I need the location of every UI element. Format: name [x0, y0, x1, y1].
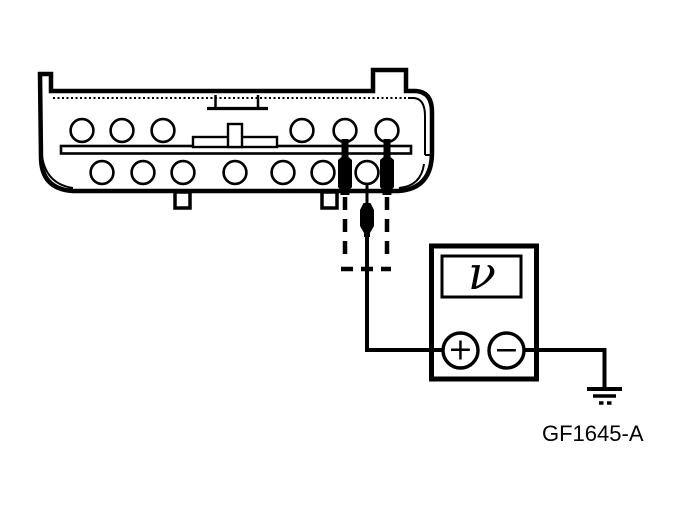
- connector-body: [37, 67, 435, 210]
- pin-circle: [150, 117, 176, 144]
- figure-label: GF1645-A: [542, 421, 644, 446]
- pin-circle: [109, 117, 135, 144]
- negative-lead-wire: [520, 348, 607, 387]
- voltage-symbol: ν: [468, 246, 496, 300]
- pin-circle: [310, 159, 336, 186]
- test-probe-icon: [360, 203, 374, 237]
- latch-feature: [207, 95, 268, 111]
- pin-circle: [270, 159, 296, 186]
- pin-circle: [222, 159, 248, 186]
- pin-circle: [332, 117, 358, 144]
- pin-row-bottom: [89, 159, 380, 186]
- pin-circle: [130, 159, 156, 186]
- pin-circle: [289, 117, 315, 144]
- positive-terminal: [441, 331, 480, 370]
- test-probe-icon: [380, 139, 394, 195]
- test-probes: [338, 139, 394, 237]
- inner-contour-left: [41, 155, 74, 189]
- voltmeter-display: [440, 254, 523, 299]
- pin-circle: [374, 117, 400, 144]
- positive-lead-wire: [365, 235, 444, 352]
- pin-row-top: [69, 117, 400, 144]
- mounting-tabs: [173, 190, 339, 210]
- pin-circle: [354, 159, 380, 186]
- test-probe-icon: [338, 139, 352, 195]
- voltmeter-face: ν + −: [440, 246, 526, 370]
- keying-rib: [191, 122, 279, 149]
- wires: [365, 235, 607, 387]
- pin-circle: [89, 159, 115, 186]
- positive-terminal-label: +: [448, 333, 473, 368]
- earth-ground-icon: [587, 387, 622, 405]
- pin-circle: [69, 117, 95, 144]
- inner-contour-right: [398, 97, 430, 189]
- negative-terminal: [487, 331, 526, 370]
- negative-terminal-label: −: [494, 333, 519, 368]
- pin-circle: [170, 159, 196, 186]
